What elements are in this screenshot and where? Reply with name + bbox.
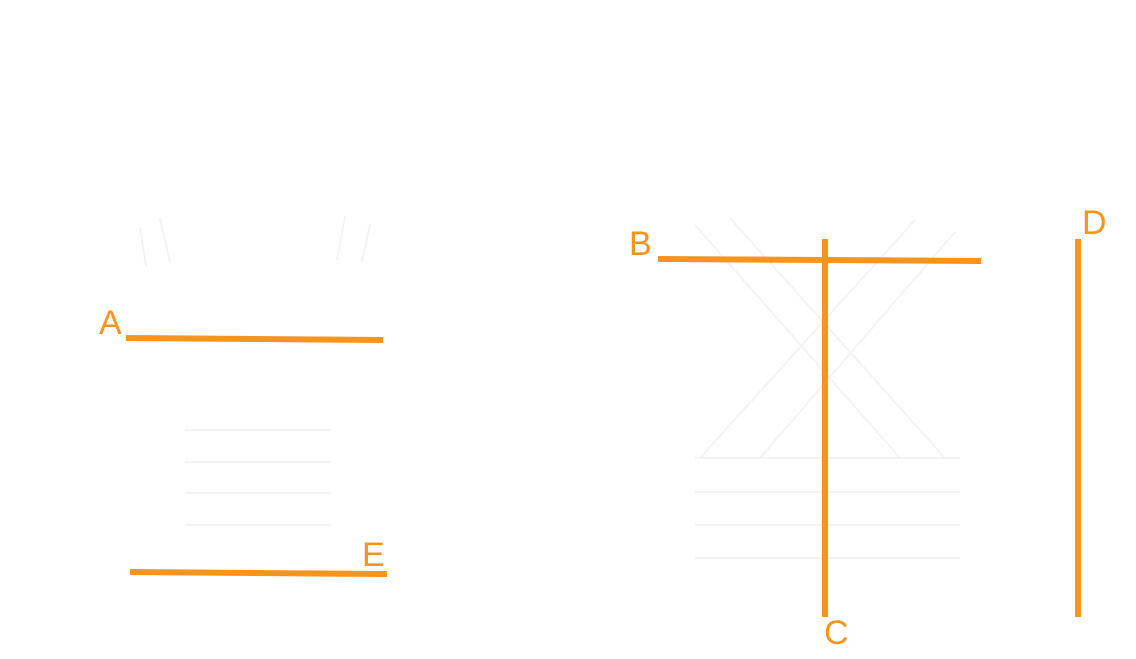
label-d: D	[1082, 204, 1107, 242]
faint-background-lines	[139, 215, 960, 559]
segment-e	[129, 569, 388, 577]
label-c: C	[824, 614, 849, 652]
segment-b	[657, 256, 982, 264]
label-e: E	[362, 536, 385, 574]
segment-a	[125, 335, 384, 343]
label-a: A	[99, 304, 122, 342]
label-b: B	[629, 225, 652, 263]
